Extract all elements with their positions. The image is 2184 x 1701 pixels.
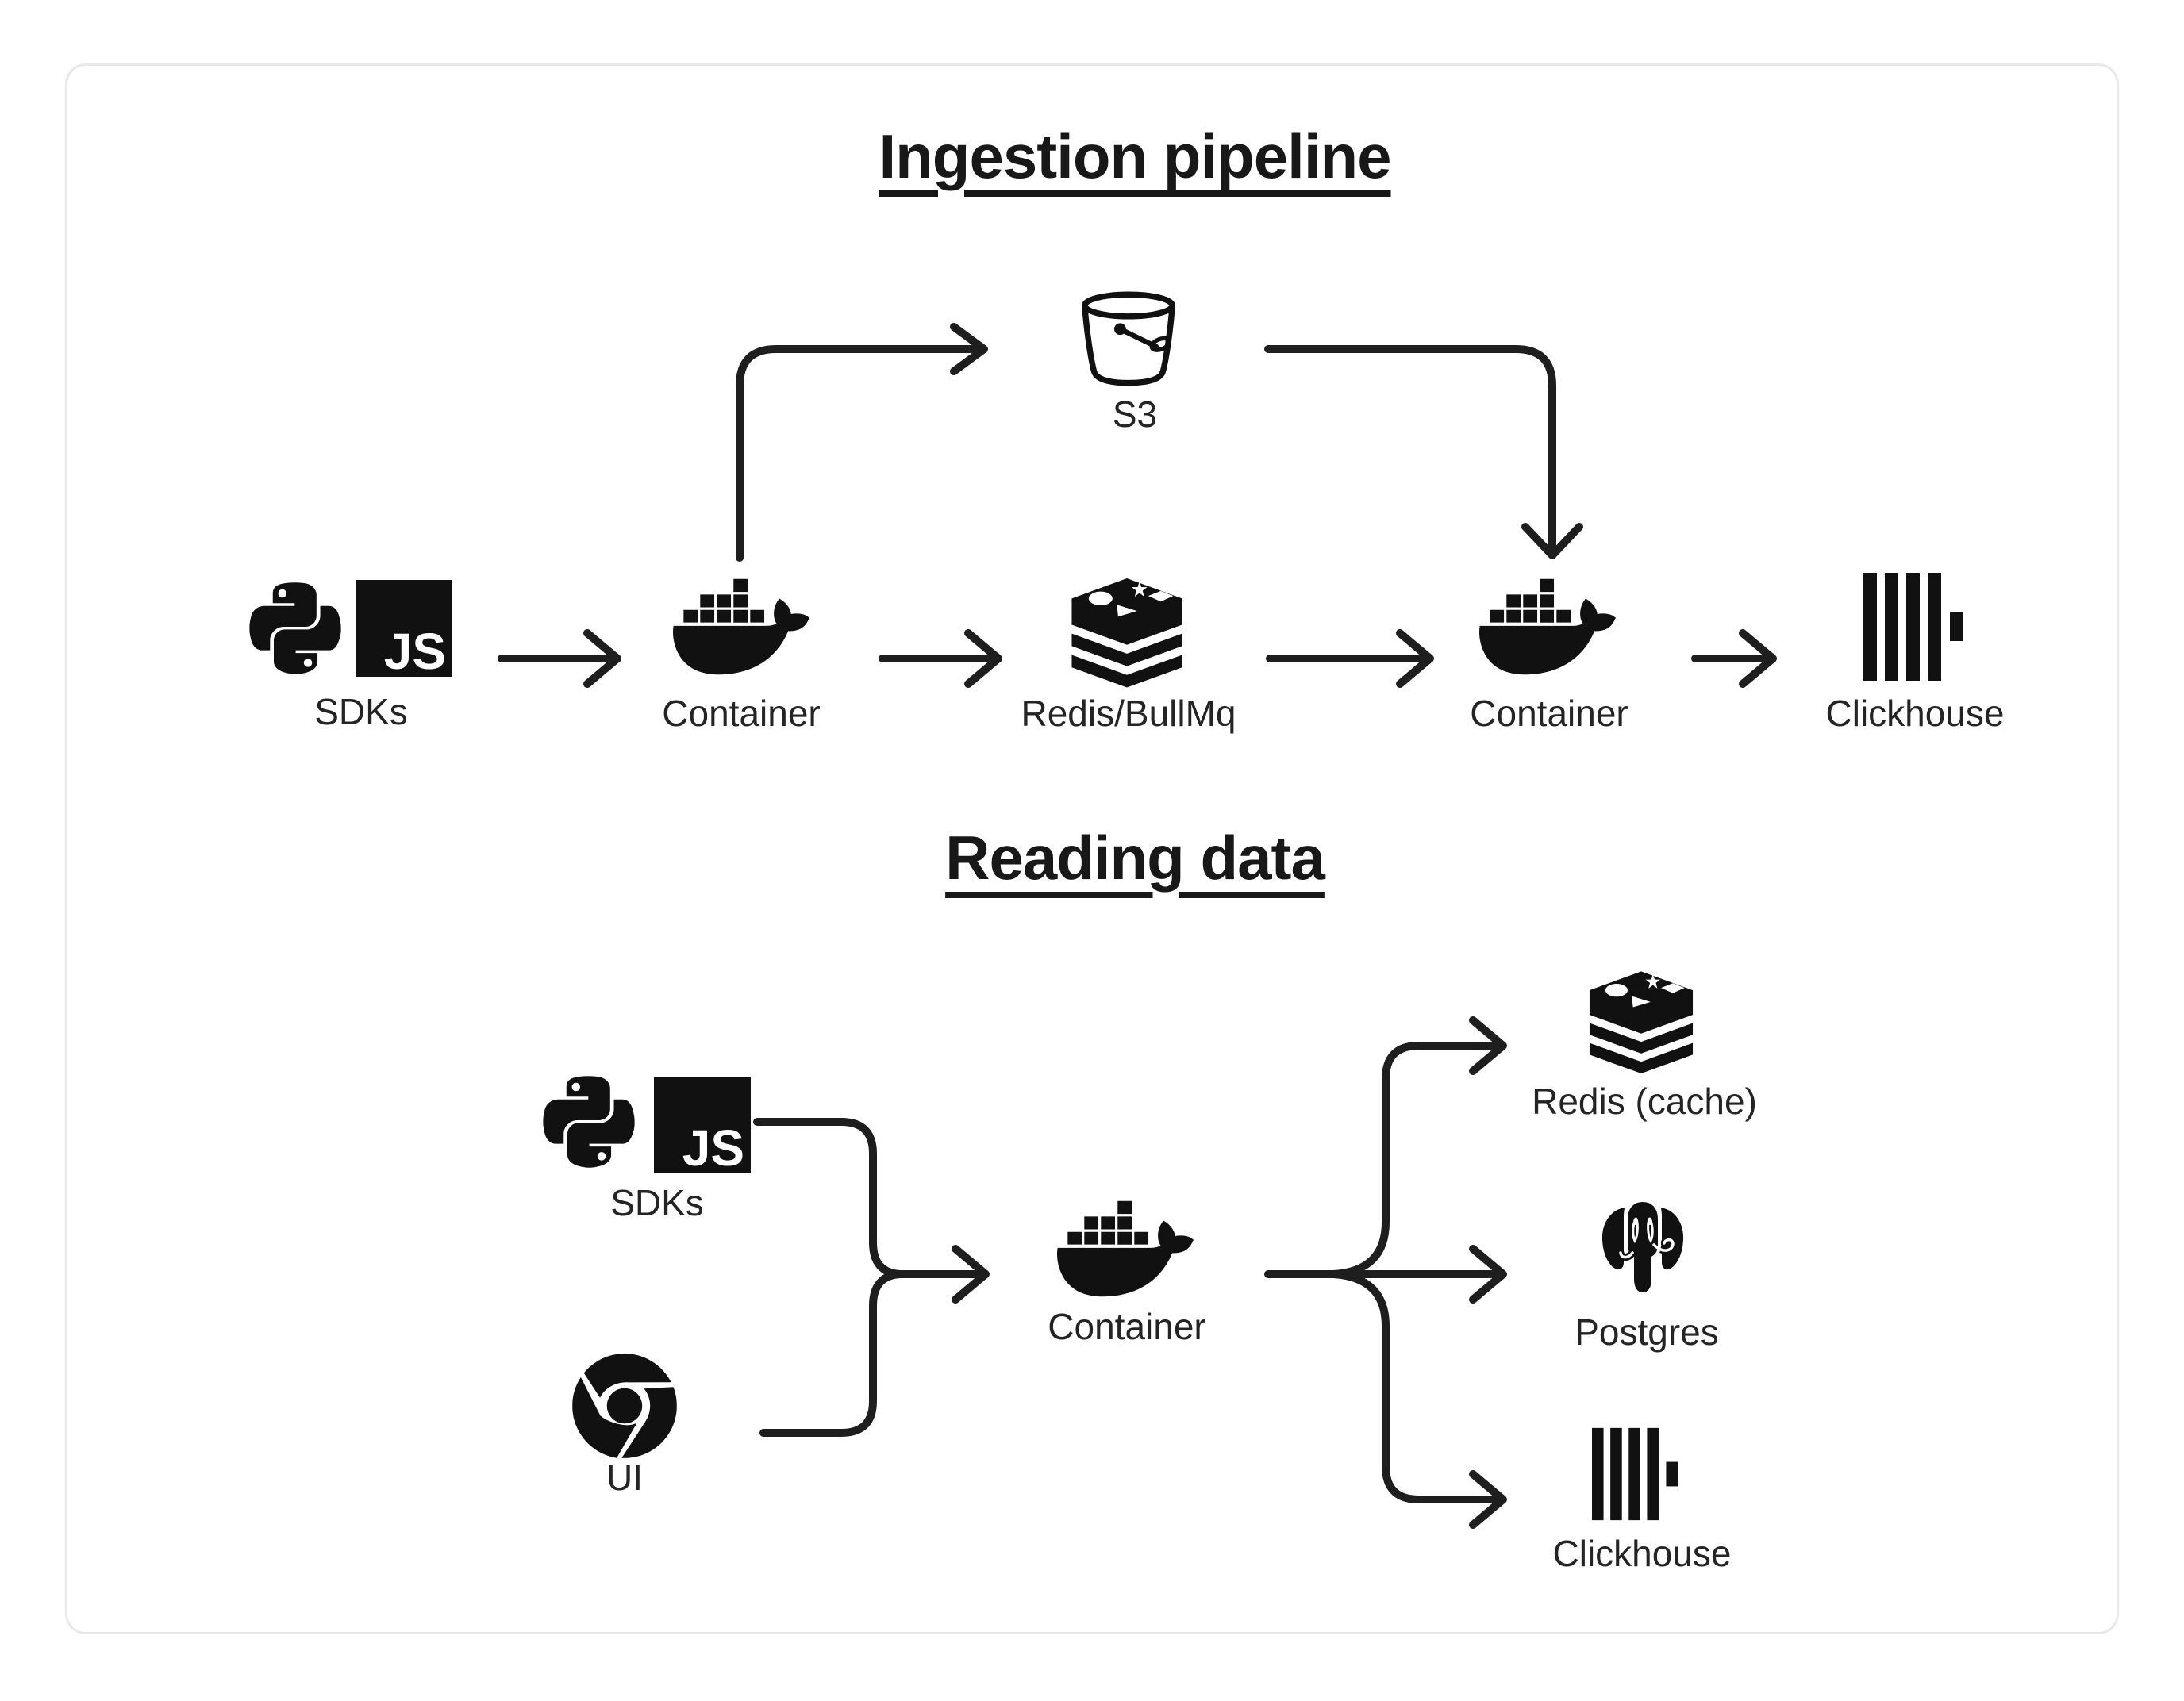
clickhouse-icon (1592, 1424, 1678, 1524)
ingestion-clickhouse-label: Clickhouse (1825, 693, 2005, 734)
redis-bullmq-label: Redis/BullMq (1021, 693, 1236, 734)
javascript-icon-text: JS (682, 1119, 744, 1177)
s3-bucket-icon (1076, 291, 1181, 388)
docker-icon (1057, 1194, 1194, 1304)
python-icon (249, 576, 341, 681)
arrow-container-to-postgres (1264, 1245, 1507, 1304)
arrow-container-to-clickhouse (1691, 629, 1777, 688)
chrome-icon (572, 1352, 677, 1460)
reading-sdks-label: SDKs (610, 1182, 704, 1223)
redis-icon (1064, 574, 1190, 690)
arrow-container-to-s3 (736, 323, 988, 562)
javascript-icon: JS (356, 580, 452, 677)
python-icon (543, 1069, 635, 1174)
reading-clickhouse-label: Clickhouse (1552, 1533, 1732, 1574)
clickhouse-icon (1863, 573, 1963, 681)
ui-label: UI (606, 1457, 643, 1498)
javascript-icon: JS (654, 1077, 751, 1173)
redis-icon (1582, 968, 1700, 1076)
arrow-container-to-redis-cache (1329, 1016, 1507, 1278)
diagram-card (65, 63, 2119, 1634)
arrow-merge-to-container (896, 1245, 990, 1304)
s3-label: S3 (1112, 394, 1158, 435)
arrow-s3-to-container (1264, 345, 1583, 559)
ingestion-pipeline-title: Ingestion pipeline (879, 121, 1391, 191)
docker-icon (1479, 572, 1616, 682)
ingestion-container2-label: Container (1470, 693, 1628, 734)
ingestion-sdks-label: SDKs (314, 691, 408, 732)
reading-container-label: Container (1048, 1306, 1206, 1347)
postgresql-icon (1591, 1195, 1694, 1300)
arrow-container-to-redis (879, 629, 1002, 688)
arrow-sdks-to-container (498, 629, 621, 688)
docker-icon (673, 572, 809, 682)
ingestion-container1-label: Container (662, 693, 821, 734)
line-sdks-to-merge (753, 1118, 904, 1278)
arrow-container-to-clickhouse-read (1329, 1270, 1507, 1529)
javascript-icon-text: JS (383, 622, 446, 680)
reading-data-title: Reading data (945, 823, 1325, 893)
line-ui-to-merge (759, 1270, 904, 1437)
arrow-redis-to-container (1266, 629, 1434, 688)
redis-cache-label: Redis (cache) (1532, 1081, 1757, 1122)
postgres-label: Postgres (1575, 1311, 1719, 1353)
